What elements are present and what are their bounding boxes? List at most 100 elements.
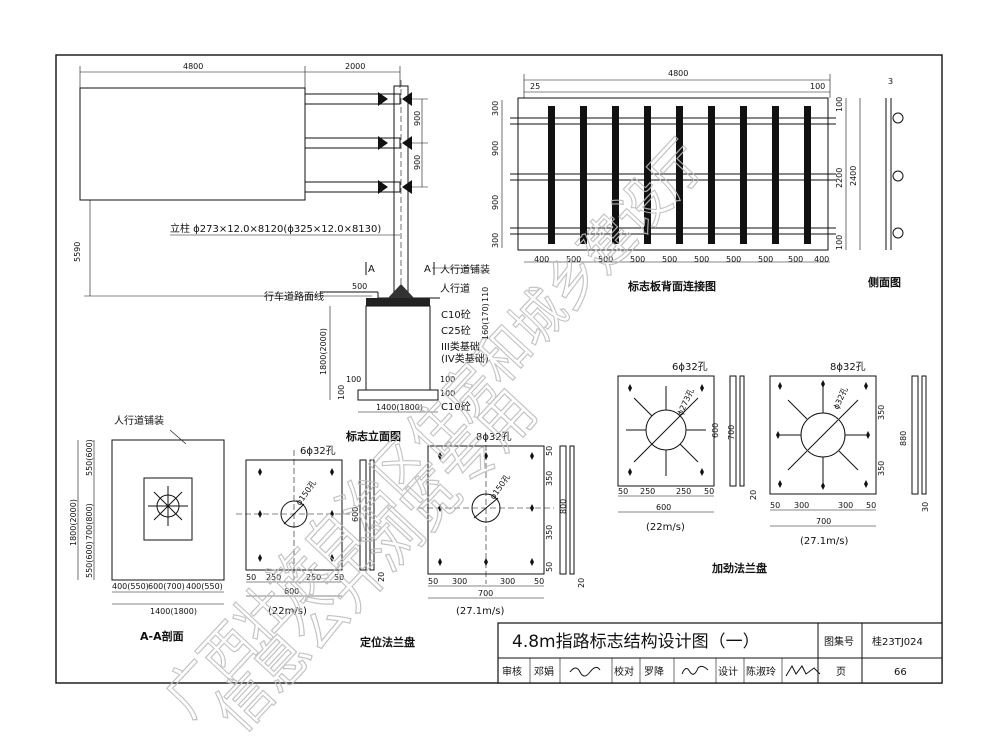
stiff-flange-caption: 加劲法兰盘 [711,561,767,575]
loc-flange-a-right-2: 20 [377,572,386,582]
back-dim-bottom-6: 500 [694,255,709,264]
design-signature [785,664,821,677]
section-aa: 人行道铺装 550(600) 700(800) 550(600) 1800(20… [69,414,225,643]
elev-label-class4: (IV类基础) [441,352,489,365]
stiff-flange-a-holes-label: 6ϕ32孔 [672,361,708,373]
section-aa-label: 人行道铺装 [114,414,164,427]
loc-flange-b-right-5: 800 [559,499,568,514]
loc-flange-a-dim-1: 50 [246,573,256,582]
title-block: 4.8m指路标志结构设计图（一） 图集号 桂23TJ024 审核 邓娟 校对 罗… [497,622,943,684]
loc-flange-b-right-6: 20 [577,578,586,588]
back-dim-left-2: 900 [491,141,500,156]
stiff-flange-a-dia: ϕ273孔 [676,387,696,417]
stiff-flange-b-holes [776,380,870,490]
elevation-view: 4800 2000 900 900 5590 立柱 ϕ273×12.0×8120… [73,62,490,443]
elev-caption: 标志立面图 [345,429,401,443]
elev-dim-top-1: 4800 [183,62,203,71]
stiff-flange-a-dim-2: 250 [640,487,655,496]
section-mark-right: A [424,264,431,275]
stiff-flange-a-right-1: 600 [711,423,720,438]
stiff-flange-a-total: 600 [656,503,671,512]
section-aa-dim-bottom-2: 600(700) [148,582,185,591]
elev-dim-110: 110 [481,287,490,302]
stiff-flange-b-dim-1: 50 [770,501,780,510]
loc-flange-b-dim-1: 50 [428,577,438,586]
cantilever-arms [304,92,412,194]
title-block-design-label: 设计 [718,665,738,678]
back-dim-100: 100 [810,82,825,91]
loc-flange-b-right-2: 350 [545,471,554,486]
section-aa-dim-left-1: 550(600) [85,439,94,476]
loc-flange-a-total: 600 [284,587,299,596]
stiff-flange-b-right-1: 350 [877,405,886,420]
back-dim-bottom-7: 500 [726,255,741,264]
loc-flange-b-speed: (27.1m/s) [456,606,504,617]
loc-flange-b-right-4: 50 [545,562,554,572]
elev-dim-500: 500 [352,282,367,291]
loc-flange-b-total: 700 [478,589,493,598]
stiff-flange-b-holes-label: 8ϕ32孔 [830,361,866,373]
stiff-flange-b-dia: ϕ32孔 [832,386,850,411]
section-aa-caption: A-A剖面 [140,629,184,643]
back-dim-top: 4800 [668,69,688,78]
back-dim-bottom-4: 500 [630,255,645,264]
check-signature [681,665,709,675]
sign-board [79,87,306,201]
loc-flange-a-dim-4: 50 [334,573,344,582]
stiff-flange-b-plate [769,375,877,495]
title-block-atlas-label: 图集号 [824,635,854,648]
stiff-flange-b-right-2: 350 [877,461,886,476]
stiff-flange-a-speed: (22m/s) [646,522,685,533]
stiff-flange-b-total: 700 [816,517,831,526]
stiff-flange-a-holes [628,384,704,476]
title-block-review-label: 审核 [502,665,522,678]
stiff-flange-b-dim-3: 300 [838,501,853,510]
elev-dim-right-1: 900 [413,111,422,126]
title-block-page-label: 页 [836,666,846,678]
title-block-design-name: 陈淑玲 [746,665,776,678]
foundation [365,305,431,391]
stiffened-flange: 6ϕ32孔 ϕ273孔 50 250 250 50 600 (22m/s) 60… [617,361,930,575]
stiff-flange-a-dim-4: 50 [704,487,714,496]
title-block-title: 4.8m指路标志结构设计图（一） [512,632,760,652]
loc-flange-a-right-1: 600 [351,507,360,522]
title-block-check-label: 校对 [614,665,634,678]
elev-dim-1400: 1400(1800) [376,403,423,412]
stiff-flange-b-speed: (27.1m/s) [800,536,848,547]
elev-label-class3: III类基础 [441,340,480,353]
stiff-flange-a-right-2: 700 [727,425,736,440]
back-dim-bottom-2: 500 [566,255,581,264]
elev-dim-100d: 100 [440,389,455,398]
section-aa-dim-bottom-total: 1400(1800) [150,607,197,616]
loc-flange-a-speed: (22m/s) [268,606,307,617]
elev-label-c10: C10砼 [441,308,471,321]
loc-flange-b-dim-4: 50 [534,577,544,586]
side-dim-top: 3 [888,77,893,86]
title-block-page-no: 66 [894,667,907,678]
loc-flange-b-holes [438,452,534,566]
loc-flange-b-right-1: 50 [545,446,554,456]
review-signature [569,666,601,677]
loc-flange-a-holes-label: 6ϕ32孔 [300,445,336,457]
back-dim-total: 2400 [849,166,858,186]
stiff-flange-b-dim-2: 300 [794,501,809,510]
title-block-check-name: 罗降 [644,665,664,678]
back-dim-right-2: 2200 [835,168,844,188]
back-dim-bottom-8: 500 [758,255,773,264]
stiff-flange-a-dim-3: 250 [676,487,691,496]
back-stiffeners [548,106,811,244]
stiff-flange-a-plate [617,375,715,487]
back-dim-left-3: 900 [491,195,500,210]
section-aa-dim-left-total: 1800(2000) [69,499,78,546]
elev-dim-100b: 100 [440,375,455,384]
title-block-review-name: 邓娟 [534,665,554,678]
back-dim-bottom-1: 400 [534,255,549,264]
loc-flange-b-dim-2: 300 [452,577,467,586]
loc-flange-caption: 定位法兰盘 [360,635,415,649]
elev-dim-right-2: 900 [413,155,422,170]
elev-label-c25: C25砼 [441,324,471,337]
elev-dim-1800: 1800(2000) [319,328,328,375]
back-dim-right-1: 100 [835,97,844,112]
section-mark-left: A [368,264,375,275]
